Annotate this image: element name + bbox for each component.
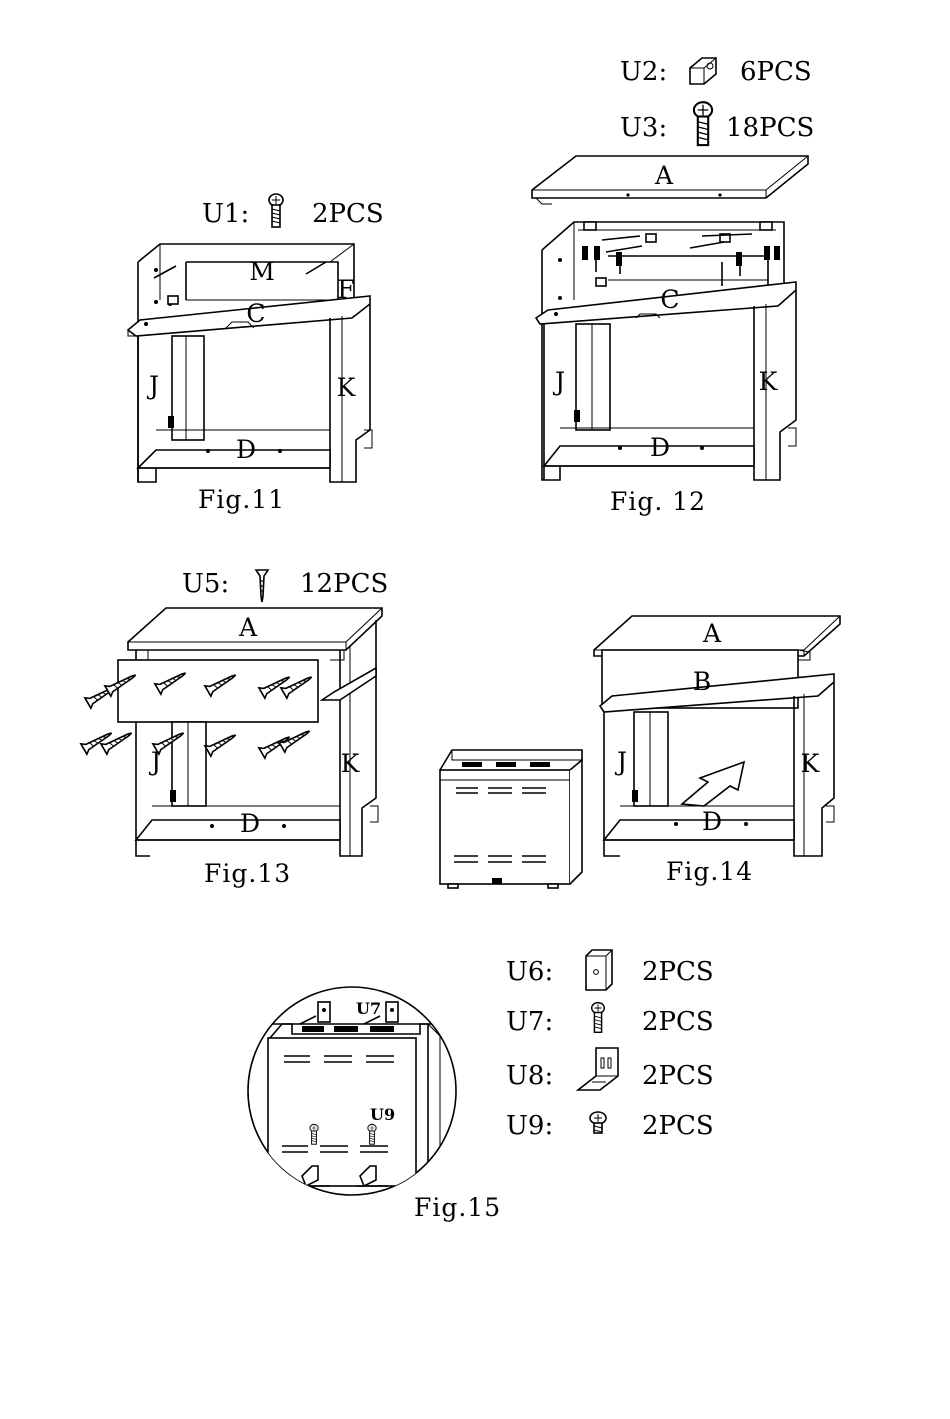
part-label-j: J	[614, 747, 627, 776]
insert-direction-arrow	[682, 762, 744, 806]
part-label-k: K	[337, 373, 357, 402]
fig13-cabinet-drawing	[81, 608, 382, 856]
plate-icon	[586, 950, 612, 990]
fig11-hardware-u1: U1: 2PCS	[202, 194, 384, 229]
hardware-count-u3: 18PCS	[726, 113, 814, 143]
part-label-f: F	[337, 275, 354, 304]
hardware-count-u9: 2PCS	[642, 1111, 714, 1141]
screw-icon	[592, 1003, 605, 1033]
part-label-b: B	[693, 667, 711, 696]
hardware-count-u6: 2PCS	[642, 957, 714, 987]
hardware-count-u2: 6PCS	[740, 57, 812, 87]
hardware-code-u9: U9:	[506, 1111, 553, 1141]
fig12-hardware-u2: U2: 6PCS	[620, 57, 812, 87]
hardware-code-u6: U6:	[506, 957, 553, 987]
hardware-row-u9: U9: 2PCS	[506, 1111, 714, 1141]
figure-label: Fig.13	[204, 859, 291, 888]
hardware-code-u8: U8:	[506, 1061, 553, 1091]
l-bracket-icon	[578, 1048, 618, 1090]
part-label-j: J	[552, 367, 565, 396]
hardware-count-u8: 2PCS	[642, 1061, 714, 1091]
fig13-hardware-u5: U5: 12PCS	[182, 569, 388, 602]
part-label-c: C	[660, 285, 679, 314]
part-label-k: K	[341, 749, 361, 778]
hardware-count-u7: 2PCS	[642, 1007, 714, 1037]
part-label-j: J	[146, 371, 159, 400]
figure-14: A B J K D Fig.14	[440, 616, 840, 888]
screw-icon	[269, 194, 283, 227]
hardware-code-u7: U7:	[506, 1007, 553, 1037]
screw-icon	[590, 1112, 606, 1133]
part-label-d: D	[702, 807, 722, 836]
fig15-hardware-list: U6: 2PCS U7: 2PCS U8:	[506, 950, 714, 1141]
fig12-hardware-u3: U3: 18PCS	[620, 102, 814, 145]
hardware-code-u5: U5:	[182, 569, 229, 599]
hardware-code-u1: U1:	[202, 199, 249, 229]
screw-icon	[694, 102, 712, 145]
figure-12: U2: 6PCS U3: 18PCS A	[532, 57, 814, 516]
part-label-k: K	[801, 749, 821, 778]
cam-block-icon	[690, 58, 716, 84]
hardware-code-u3: U3:	[620, 113, 667, 143]
part-label-a: A	[238, 613, 258, 642]
callout-u7: U7	[356, 999, 381, 1018]
part-label-d: D	[236, 435, 256, 464]
hardware-row-u7: U7: 2PCS	[506, 1003, 714, 1037]
hardware-row-u6: U6: 2PCS	[506, 950, 714, 990]
part-label-m: M	[249, 257, 275, 286]
figure-11: U1: 2PCS	[128, 194, 384, 514]
part-label-a: A	[654, 161, 674, 190]
figure-15: U7 U9 Fig.15 U6: 2PCS U7: 2PCS U8:	[240, 950, 714, 1222]
part-label-j: J	[148, 747, 161, 776]
part-label-a: A	[702, 619, 722, 648]
hardware-count-u5: 12PCS	[300, 569, 388, 599]
figure-label: Fig.11	[198, 485, 285, 514]
hardware-count-u1: 2PCS	[312, 199, 384, 229]
callout-u9: U9	[370, 1105, 395, 1124]
hardware-code-u2: U2:	[620, 57, 667, 87]
wood-screw-icon	[256, 570, 268, 602]
part-label-c: C	[246, 299, 265, 328]
hardware-row-u8: U8: 2PCS	[506, 1048, 714, 1091]
fireplace-insert-unit	[440, 750, 582, 888]
figure-label: Fig. 12	[610, 487, 706, 516]
part-label-d: D	[650, 433, 670, 462]
part-label-d: D	[240, 809, 260, 838]
figure-label: Fig.14	[666, 857, 753, 886]
figure-label: Fig.15	[414, 1193, 501, 1222]
figure-13: U5: 12PCS	[81, 569, 388, 888]
part-label-k: K	[759, 367, 779, 396]
